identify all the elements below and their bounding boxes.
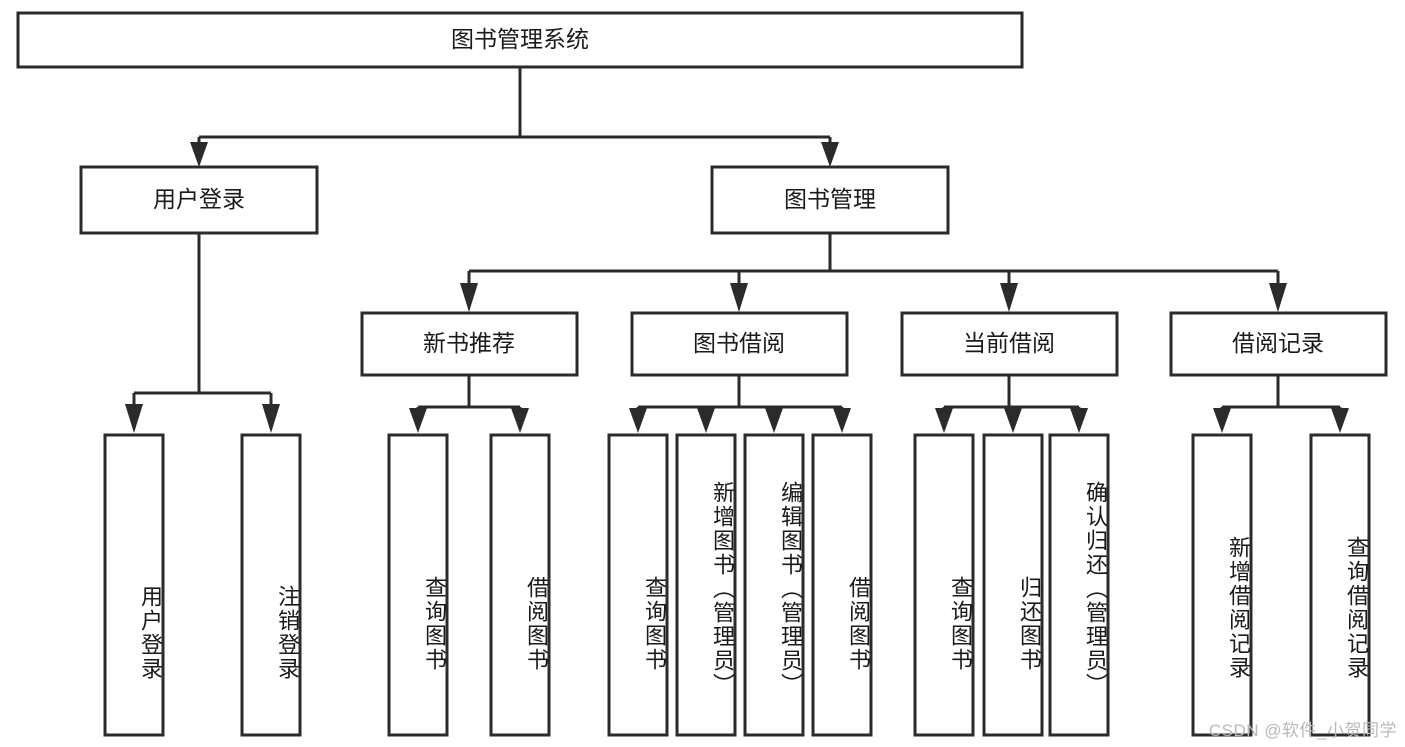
leaf-box-confirm-return[interactable] — [1048, 433, 1110, 737]
arrowhead-leaf-query-record — [1331, 408, 1349, 433]
connector-group-bookborrow — [629, 375, 851, 433]
arrowhead-leaf-user-login — [125, 404, 143, 433]
leaf-box-edit-book[interactable] — [743, 433, 805, 737]
connector-group-borrowrecord — [1213, 375, 1349, 433]
node-current-borrow-label: 当前借阅 — [963, 330, 1055, 356]
arrowhead-book-borrow — [730, 283, 748, 312]
arrowhead-leaf-borrow-book-1 — [511, 408, 529, 433]
arrowhead-leaf-confirm-return — [1070, 408, 1088, 433]
arrowhead-leaf-add-record — [1213, 408, 1231, 433]
connector-group-userlogin — [125, 233, 280, 433]
leaf-box-user-logout[interactable] — [240, 433, 302, 737]
node-user-login-label: 用户登录 — [153, 186, 245, 212]
node-root-label: 图书管理系统 — [451, 26, 589, 52]
arrowhead-leaf-edit-book — [765, 408, 783, 433]
connector-group-root — [190, 67, 839, 167]
node-book-borrow-label: 图书借阅 — [693, 330, 785, 356]
node-book-management[interactable] — [710, 165, 950, 235]
node-borrow-record[interactable] — [1169, 311, 1388, 377]
node-current-borrow[interactable] — [900, 311, 1119, 377]
arrowhead-new-book-recommend — [460, 283, 478, 312]
node-borrow-record-label: 借阅记录 — [1232, 330, 1324, 356]
node-book-borrow[interactable] — [630, 311, 849, 377]
watermark-text: CSDN @软件_小贺同学 — [1208, 721, 1397, 740]
connector-group-newbook — [409, 375, 529, 433]
leaf-box-user-login[interactable] — [103, 433, 165, 737]
arrowhead-leaf-user-logout — [262, 404, 280, 433]
arrowhead-current-borrow — [1000, 283, 1018, 312]
arrowhead-leaf-query-book-1 — [409, 408, 427, 433]
arrowhead-leaf-borrow-book-2 — [833, 408, 851, 433]
arrowhead-userlogin — [190, 142, 208, 167]
leaf-box-add-record[interactable] — [1191, 433, 1253, 737]
arrowhead-leaf-query-book-3 — [935, 408, 953, 433]
leaf-box-query-book-3[interactable] — [913, 433, 975, 737]
connector-group-currentborrow — [935, 375, 1088, 433]
leaf-box-query-book-1[interactable] — [387, 433, 449, 737]
leaf-box-query-record[interactable] — [1309, 433, 1371, 737]
leaf-box-borrow-book-1[interactable] — [489, 433, 551, 737]
arrowhead-leaf-query-book-2 — [629, 408, 647, 433]
leaf-box-return-book[interactable] — [982, 433, 1044, 737]
connector-group-bookmgmt — [460, 233, 1287, 312]
arrowhead-bookmgmt — [821, 142, 839, 167]
node-new-book-recommend[interactable] — [360, 311, 579, 377]
arrowhead-leaf-return-book — [1004, 408, 1022, 433]
node-new-book-recommend-label: 新书推荐 — [423, 330, 515, 356]
node-root[interactable] — [16, 11, 1024, 69]
node-user-login[interactable] — [79, 165, 319, 235]
leaf-box-query-book-2[interactable] — [607, 433, 669, 737]
arrowhead-leaf-add-book — [697, 408, 715, 433]
node-book-management-label: 图书管理 — [784, 186, 876, 212]
leaf-box-add-book[interactable] — [675, 433, 737, 737]
arrowhead-borrow-record — [1269, 283, 1287, 312]
leaf-box-borrow-book-2[interactable] — [811, 433, 873, 737]
